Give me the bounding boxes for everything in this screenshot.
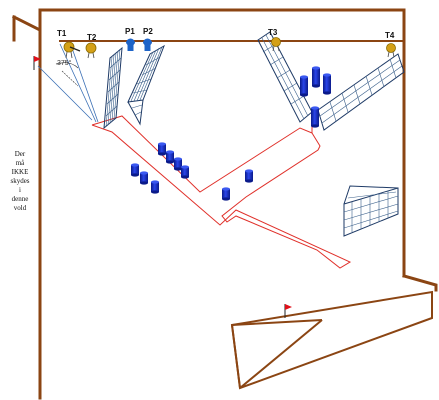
angle-line-3 — [71, 47, 99, 123]
popper-icon — [143, 38, 152, 51]
popper-p2: P2 — [143, 27, 153, 51]
target-icon — [386, 43, 396, 53]
barrel-icon — [166, 150, 174, 164]
barrels — [131, 66, 331, 201]
popper-p1: P1 — [125, 27, 135, 51]
bottom-berm-left — [231, 324, 241, 389]
note-line: skydes — [10, 177, 30, 185]
bottom-berm-block — [230, 290, 433, 390]
no-shoot-berm-note: Der må IKKE skydes i denne vold — [7, 150, 33, 213]
flag-icon — [284, 304, 292, 318]
barrel-icon — [131, 163, 139, 177]
target-label: T4 — [385, 31, 395, 40]
mesh-wall-right-2 — [317, 53, 405, 131]
note-line: vold — [13, 204, 27, 212]
mesh-wall-left-1 — [103, 46, 123, 130]
barrel-icon — [245, 169, 253, 183]
target-label: T3 — [268, 28, 278, 37]
target-icon — [85, 42, 97, 54]
mesh-wall-right-3 — [343, 185, 399, 237]
angle-line-1 — [37, 65, 93, 121]
note-line: Der — [14, 150, 26, 158]
target-t1: T1 — [57, 29, 81, 59]
popper-label: P1 — [125, 27, 135, 36]
barrel-icon — [158, 142, 166, 156]
target-label: T1 — [57, 29, 67, 38]
barrel-icon — [311, 106, 319, 128]
note-line: denne — [11, 195, 29, 203]
barrel-icon — [323, 73, 331, 95]
target-icon — [63, 41, 75, 53]
popper-label: P2 — [143, 27, 153, 36]
berm-walls — [11, 8, 438, 400]
target-label: T2 — [87, 33, 97, 42]
fault-line-lower — [91, 124, 352, 269]
target-t4: T4 — [385, 31, 396, 58]
barrel-icon — [151, 180, 159, 194]
angle-indicator: 375° — [37, 43, 99, 123]
barrel-icon — [222, 187, 230, 201]
flag-icon — [33, 56, 41, 70]
bottom-berm-inner — [231, 319, 323, 326]
mesh-walls — [103, 31, 405, 237]
fault-line-upper — [91, 115, 313, 193]
popper-icon — [126, 38, 135, 51]
right-berm-corner — [402, 274, 438, 292]
barrel-icon — [300, 75, 308, 97]
angle-arc — [55, 62, 79, 69]
bottom-berm-outline — [230, 290, 433, 390]
bottom-berm-diag — [239, 319, 323, 389]
angle-label: 375° — [57, 59, 72, 67]
mesh-wall-left-2 — [127, 44, 165, 126]
angle-line-2 — [59, 43, 97, 123]
barrel-icon — [140, 171, 148, 185]
note-line: i — [19, 186, 21, 194]
angle-dashes — [61, 70, 79, 87]
target-t3: T3 — [268, 28, 281, 52]
barrel-icon — [181, 165, 189, 179]
barrel-icon — [312, 66, 320, 88]
note-line: IKKE — [11, 168, 29, 176]
shooting-area-fault-lines — [91, 115, 352, 269]
target-t2: T2 — [85, 33, 97, 59]
note-line: må — [15, 159, 25, 167]
barrel-icon — [174, 157, 182, 171]
target-icon — [271, 37, 281, 47]
